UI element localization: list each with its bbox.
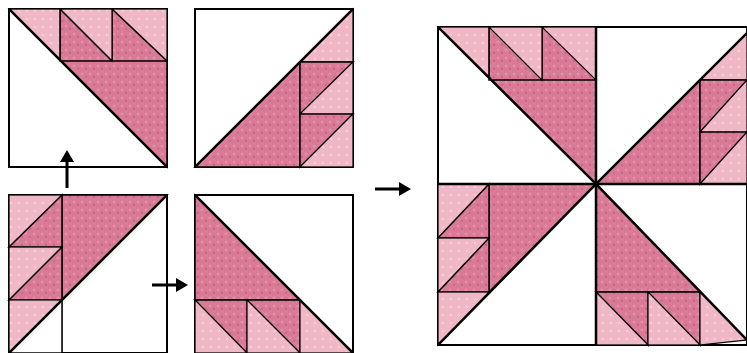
unit-top-right — [193, 7, 355, 169]
unit-bottom-right-small-light-1 — [194, 298, 248, 353]
unit-bottom-right-small-light-2 — [246, 298, 301, 353]
unit-top-left-seam-2 — [111, 8, 168, 62]
unit-top-right-small-light-2 — [298, 112, 354, 168]
unit-top-left-seam-1 — [59, 8, 113, 62]
arrow-right-small-icon — [152, 278, 188, 292]
assembled-block — [436, 26, 747, 347]
unit-top-left — [7, 8, 168, 169]
arrow-up-icon — [60, 150, 74, 188]
unit-top-left-diagonal — [8, 8, 168, 168]
unit-top-right-diagonal — [194, 8, 354, 168]
unit-bottom-left-diagonal — [8, 194, 168, 353]
assembled-br-small-light-2 — [647, 290, 702, 346]
assembled-tr-diagonal — [595, 32, 747, 185]
assembled-tl-diagonal — [437, 26, 597, 185]
unit-bottom-right — [193, 193, 354, 353]
assembled-bl-diagonal — [437, 183, 597, 346]
assembled-tl-small-light-1 — [487, 26, 543, 82]
arrow-right-result-icon — [375, 182, 411, 196]
assembled-br-diagonal — [595, 183, 747, 341]
unit-bottom-left — [7, 193, 169, 353]
unit-bottom-right-diagonal — [194, 194, 354, 353]
